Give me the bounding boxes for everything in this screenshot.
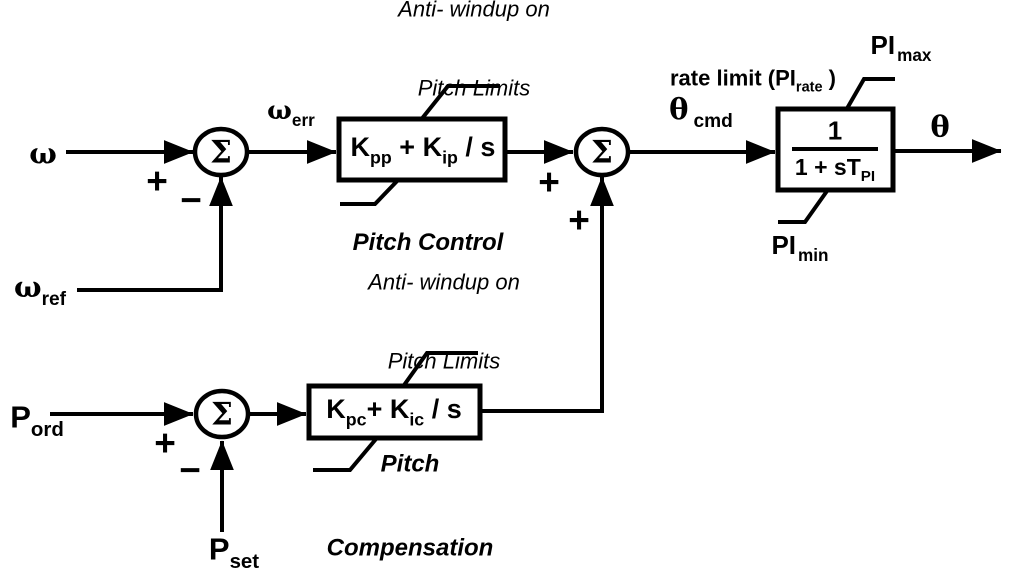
speed-summer-circle	[192, 126, 250, 178]
omega-ref-label: ωref	[14, 272, 66, 310]
omega-ref-line	[77, 176, 233, 292]
pitch-control-upper-limit-mark	[418, 84, 500, 123]
pitch-control-caption: Pitch Control	[352, 228, 504, 256]
integral-subscript: ic	[409, 409, 425, 430]
theta-symbol: θ	[930, 109, 950, 144]
omega-symbol: ω	[13, 269, 42, 304]
p-symbol: P	[208, 531, 230, 567]
signal-lines	[50, 139, 1002, 532]
pitch-control-lower-limit-mark	[340, 176, 402, 206]
omega-input-label: ω	[29, 138, 57, 169]
speed-summer-minus-sign: −	[180, 179, 202, 221]
per-s-term: / s	[457, 131, 496, 162]
pitch-compensation-caption: Pitch Compensation	[327, 395, 494, 587]
denominator-subscript: PI	[860, 168, 876, 186]
denominator-text: 1 + sT	[794, 153, 861, 180]
omega-err-subscript: err	[291, 110, 315, 131]
gain-subscript: pc	[345, 409, 367, 430]
power-summer-circle	[193, 388, 251, 440]
pi-max-base: PI	[870, 29, 896, 60]
omega-symbol: ω	[29, 136, 57, 171]
lag-block-denominator: 1 + sTPI	[795, 155, 875, 185]
compensation-feed-line	[480, 176, 614, 413]
theta-output-label: θ	[930, 111, 949, 142]
note-line-2: Pitch Limits	[417, 75, 531, 101]
block-boxes	[306, 106, 896, 441]
rate-limit-close-paren: )	[822, 65, 837, 91]
pitch-control-expression: Kpp + Kip / s	[351, 133, 496, 167]
speed-summer-plus-sign: +	[146, 160, 168, 202]
power-summer-sigma: Σ	[211, 396, 233, 433]
p-ord-subscript: ord	[30, 418, 64, 442]
pi-min-base: PI	[771, 229, 797, 260]
pitch-compensation-upper-limit-mark	[400, 351, 478, 390]
pi-max-subscript: max	[897, 45, 932, 66]
pi-min-limit-mark	[778, 189, 829, 224]
note-line-1: Anti- windup on	[398, 0, 550, 22]
omega-ref-subscript: ref	[41, 288, 67, 310]
pi-max-limit-mark	[843, 77, 895, 113]
p-ord-label: Pord	[10, 399, 64, 442]
pitch-compensation-expression: Kpc+ Kic / s	[326, 395, 461, 429]
p-set-subscript: set	[229, 550, 260, 574]
rate-limit-label: rate limit (PIrate )	[670, 66, 836, 95]
theta-cmd-subscript: cmd	[693, 110, 733, 132]
omega-symbol: ω	[267, 95, 292, 126]
pitch-control-antiwindup-note: Anti- windup on Pitch Limits	[398, 0, 550, 155]
gain-term: K	[350, 131, 371, 162]
rate-limit-text: rate limit (PI	[669, 65, 796, 91]
limit-marks	[313, 77, 895, 472]
plus-term: + K	[391, 131, 443, 162]
gain-subscript: pp	[370, 147, 392, 168]
pitch-compensation-box	[306, 383, 483, 441]
combine-summer-left-plus-sign: +	[538, 161, 560, 203]
integral-subscript: ip	[442, 147, 458, 168]
power-summer-plus-sign: +	[154, 422, 176, 464]
omega-err-label: ωerr	[267, 97, 315, 129]
caption-line-2: Compensation	[326, 535, 494, 563]
speed-summer-sigma: Σ	[210, 134, 232, 171]
combine-summer-circle	[573, 126, 631, 178]
p-symbol: P	[10, 399, 31, 435]
rate-subscript: rate	[795, 79, 823, 96]
summing-junctions	[192, 126, 631, 440]
combine-summer-bottom-plus-sign: +	[568, 199, 590, 241]
pi-min-subscript: min	[798, 245, 829, 266]
power-summer-minus-sign: −	[179, 449, 201, 491]
note-line-2: Pitch Limits	[387, 348, 501, 374]
lag-block-numerator: 1	[827, 115, 843, 146]
caption-line-1: Pitch	[380, 450, 440, 478]
plus-term: + K	[366, 393, 410, 424]
p-set-label: Pset	[208, 531, 260, 574]
combine-summer-sigma: Σ	[591, 134, 613, 171]
pitch-control-box	[336, 116, 508, 183]
pitch-compensation-lower-limit-mark	[313, 437, 378, 472]
theta-symbol: θ	[669, 91, 689, 126]
per-s-term: / s	[424, 393, 462, 424]
gain-term: K	[326, 393, 346, 424]
pitch-compensation-antiwindup-note: Anti- windup on Pitch Limits	[368, 216, 520, 427]
note-line-1: Anti- windup on	[368, 269, 520, 295]
